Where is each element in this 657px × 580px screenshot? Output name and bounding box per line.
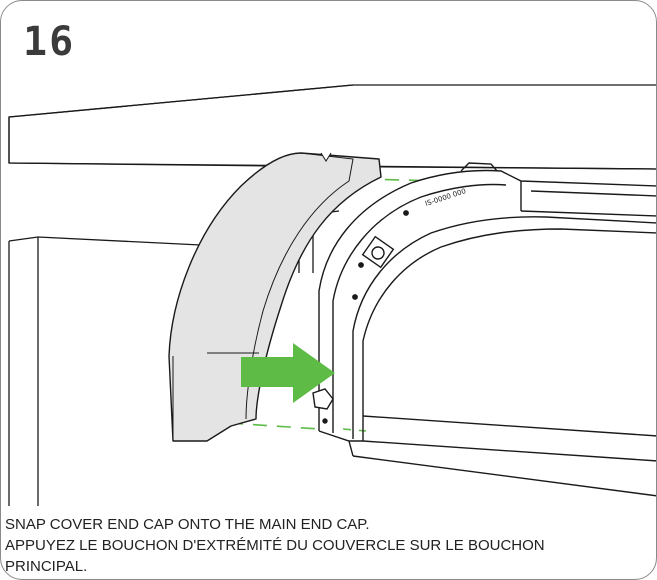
cover-end-cap <box>168 152 382 442</box>
caption-french-line-2: PRINCIPAL. <box>5 558 88 575</box>
caption-french-line-1: APPUYEZ LE BOUCHON D'EXTRÉMITÉ DU COUVER… <box>5 537 545 554</box>
instruction-caption: SNAP COVER END CAP ONTO THE MAIN END CAP… <box>5 514 645 577</box>
main-end-cap: IS-0000 000 <box>312 162 656 497</box>
step-number: 16 <box>23 19 76 65</box>
push-arrow <box>241 343 335 403</box>
caption-english: SNAP COVER END CAP ONTO THE MAIN END CAP… <box>5 516 370 533</box>
